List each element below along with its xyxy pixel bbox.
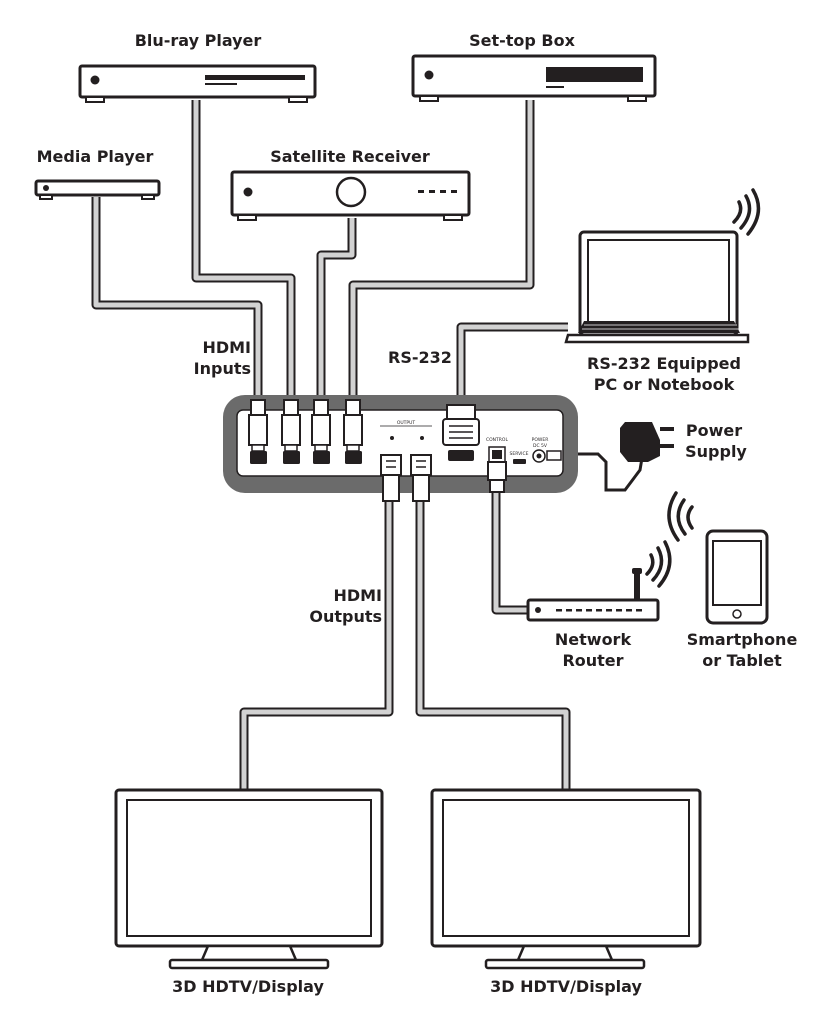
panel-power-voltage: DC 5V xyxy=(533,443,548,449)
settop-box xyxy=(411,54,657,102)
label-display-left: 3D HDTV/Display xyxy=(172,977,324,996)
cable-satellite-receiver xyxy=(316,218,357,400)
label-hdmi-outputs-line2: Outputs xyxy=(309,607,382,626)
panel-output-label: OUTPUT xyxy=(397,420,416,426)
label-phone-line1: Smartphone xyxy=(687,630,798,649)
label-bluray-player: Blu-ray Player xyxy=(135,31,262,50)
laptop-wifi-icon xyxy=(732,188,761,236)
cable-network xyxy=(491,492,528,615)
labels: Blu-ray Player Set-top Box Media Player … xyxy=(37,31,798,996)
laptop-pc xyxy=(564,188,761,344)
power-adapter xyxy=(620,422,674,462)
rs232-connector xyxy=(442,404,480,461)
network-router xyxy=(526,540,672,622)
label-phone-line2: or Tablet xyxy=(702,651,782,670)
cables xyxy=(91,100,644,790)
panel-control-label: CONTROL xyxy=(486,437,508,443)
label-settop-box: Set-top Box xyxy=(469,31,576,50)
router-wifi-icon xyxy=(645,540,672,588)
hdmi-input-plugs xyxy=(248,399,363,452)
label-power-line2: Supply xyxy=(685,442,747,461)
cable-output-1 xyxy=(239,500,394,790)
hdmi-input-ports xyxy=(250,451,362,464)
cable-rs232 xyxy=(456,322,568,405)
label-hdmi-inputs-line1: HDMI xyxy=(202,338,251,357)
label-satellite-receiver: Satellite Receiver xyxy=(270,147,430,166)
display-right xyxy=(430,788,702,970)
label-hdmi-outputs-line1: HDMI xyxy=(333,586,382,605)
label-router-line2: Router xyxy=(562,651,623,670)
label-pc-line2: PC or Notebook xyxy=(594,375,735,394)
label-rs232: RS-232 xyxy=(388,348,452,367)
label-media-player: Media Player xyxy=(37,147,154,166)
network-plug xyxy=(487,461,507,493)
cable-power xyxy=(565,452,644,492)
display-left xyxy=(114,788,384,970)
media-player xyxy=(34,179,161,200)
label-display-right: 3D HDTV/Display xyxy=(490,977,642,996)
hdmi-output-plugs xyxy=(380,454,432,502)
panel-service-label: SERVICE xyxy=(510,451,529,457)
smartphone-tablet xyxy=(667,491,769,625)
satellite-receiver xyxy=(230,170,471,221)
panel-power-label: POWER xyxy=(532,437,549,443)
bluray-player xyxy=(78,64,317,103)
matrix-unit: OUTPUT CONTR xyxy=(223,395,578,502)
label-router-line1: Network xyxy=(555,630,632,649)
tablet-wifi-icon xyxy=(667,491,694,542)
label-pc-line1: RS-232 Equipped xyxy=(587,354,741,373)
label-power-line1: Power xyxy=(686,421,742,440)
label-hdmi-inputs-line2: Inputs xyxy=(194,359,251,378)
